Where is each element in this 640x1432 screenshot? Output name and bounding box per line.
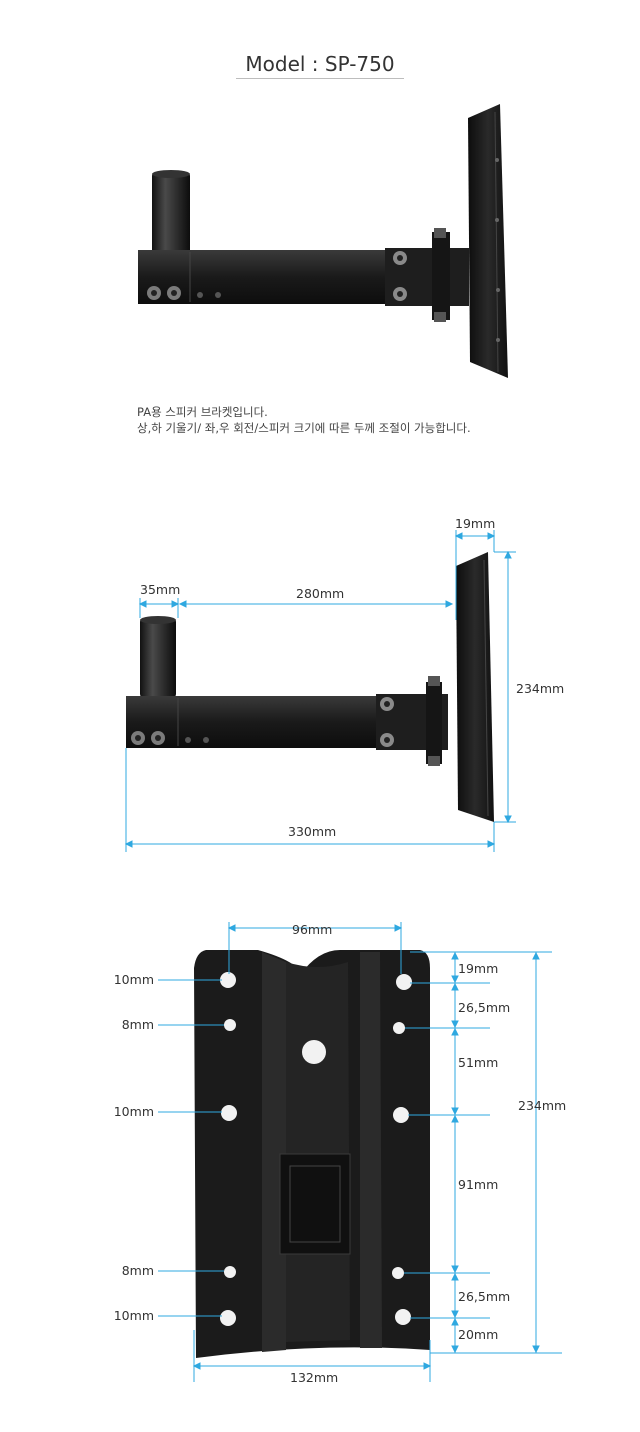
dim-pole: 35mm: [140, 582, 181, 597]
dim-left-hole-1: 10mm: [113, 972, 154, 987]
description-line-2: 상,하 기울기/ 좌,우 회전/스피커 크기에 따른 두께 조절이 가능합니다.: [137, 421, 471, 435]
dim-right-spacing-2: 26,5mm: [458, 1000, 511, 1015]
title-underline: [236, 78, 404, 79]
dim-height: 234mm: [516, 681, 565, 696]
dim-left-hole-4: 8mm: [121, 1263, 154, 1278]
dim-right-spacing-6: 20mm: [458, 1327, 499, 1342]
bracket-dimension-side: [124, 530, 516, 852]
dim-right-spacing-1: 19mm: [458, 961, 499, 976]
dim-left-hole-2: 8mm: [121, 1017, 154, 1032]
dim-top-depth: 19mm: [455, 516, 496, 531]
dim-left-hole-5: 10mm: [113, 1308, 154, 1323]
description-line-1: PA용 스피커 브라켓입니다.: [137, 405, 268, 419]
dim-left-hole-3: 10mm: [113, 1104, 154, 1119]
bracket-photo-side: [138, 104, 508, 378]
dim-arm: 280mm: [296, 586, 345, 601]
dim-right-spacing-5: 26,5mm: [458, 1289, 511, 1304]
dim-plate-top-width: 96mm: [292, 922, 333, 937]
dim-plate-height: 234mm: [518, 1098, 567, 1113]
dim-total-length: 330mm: [288, 824, 337, 839]
dim-right-spacing-3: 51mm: [458, 1055, 499, 1070]
model-title: Model : SP-750: [245, 52, 395, 76]
dim-plate-bottom-width: 132mm: [290, 1370, 339, 1385]
dim-right-spacing-4: 91mm: [458, 1177, 499, 1192]
